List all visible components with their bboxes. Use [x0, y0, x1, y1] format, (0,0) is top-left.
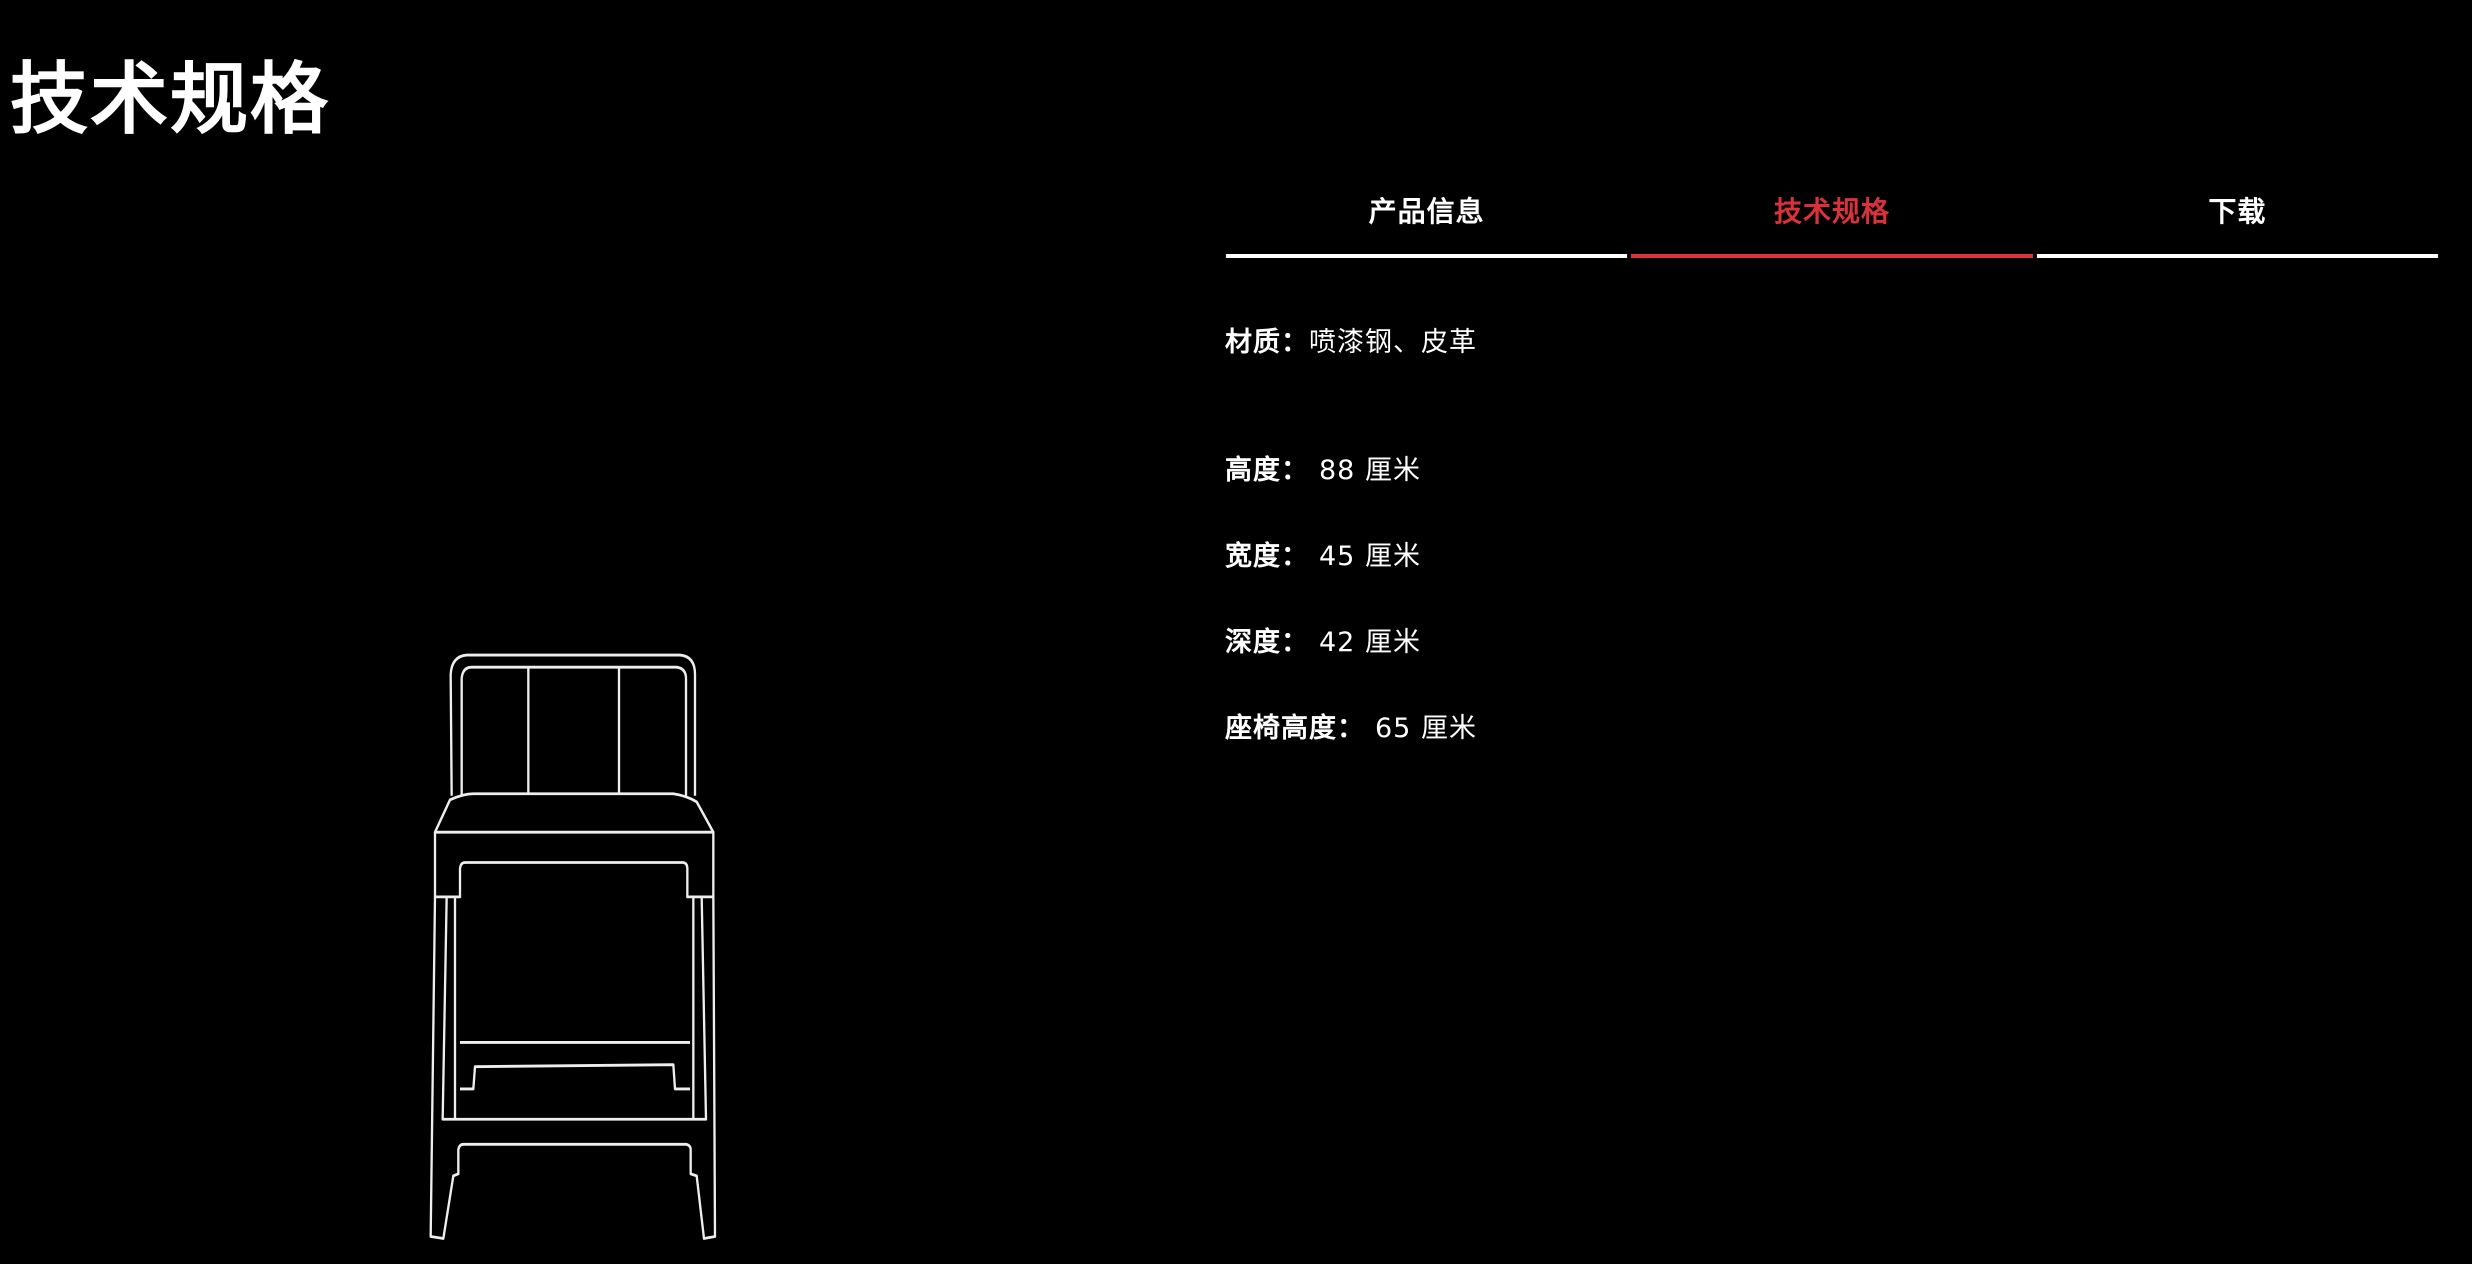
spec-width: 宽度： 45 厘米 — [1225, 534, 1421, 573]
spec-value: 喷漆钢、皮革 — [1309, 327, 1477, 358]
spec-height: 高度： 88 厘米 — [1225, 448, 1421, 487]
spec-label: 高度： — [1225, 455, 1309, 486]
spec-label: 深度： — [1225, 627, 1309, 658]
spec-value: 45 厘米 — [1319, 541, 1421, 572]
spec-label: 材质： — [1225, 327, 1309, 358]
tab-product-info[interactable]: 产品信息 — [1226, 190, 1628, 258]
spec-value: 88 厘米 — [1319, 455, 1421, 486]
spec-value: 65 厘米 — [1375, 713, 1477, 744]
tab-bar: 产品信息 技术规格 下载 — [1226, 190, 2438, 258]
spec-label: 座椅高度： — [1225, 713, 1365, 744]
tab-technical-specs[interactable]: 技术规格 — [1631, 190, 2033, 258]
chair-line-drawing — [429, 653, 717, 1240]
spec-depth: 深度： 42 厘米 — [1225, 620, 1421, 659]
spec-label: 宽度： — [1225, 541, 1309, 572]
spec-seat-height: 座椅高度： 65 厘米 — [1225, 706, 1477, 745]
spec-material: 材质：喷漆钢、皮革 — [1225, 320, 1477, 359]
spec-value: 42 厘米 — [1319, 627, 1421, 658]
tab-download[interactable]: 下载 — [2036, 190, 2438, 258]
page-title: 技术规格 — [10, 55, 331, 145]
